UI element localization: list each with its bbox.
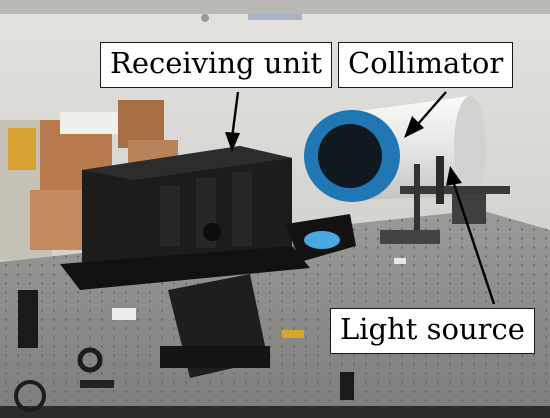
light-source-label: Light source — [330, 308, 535, 354]
receiving-unit-top — [82, 146, 292, 180]
cardboard-box — [8, 128, 36, 170]
collimator-label: Collimator — [338, 42, 514, 88]
receiving-unit-panel — [232, 172, 252, 246]
cardboard-box — [30, 190, 90, 250]
post-holder — [340, 372, 354, 400]
wall-sign — [248, 14, 302, 20]
optical-part — [18, 290, 38, 348]
receiving-unit-label: Receiving unit — [100, 42, 333, 88]
mount-post — [414, 164, 420, 234]
mount-plate — [452, 194, 486, 224]
collimator-back — [454, 96, 486, 196]
part-box — [112, 308, 136, 320]
lens-ring — [77, 347, 103, 373]
receiving-unit-lens — [203, 223, 221, 241]
small-part — [394, 258, 406, 264]
stand-base — [160, 346, 270, 368]
receiving-unit-arrow — [225, 91, 240, 152]
lens-ring — [14, 380, 46, 412]
receiving-unit-panel — [160, 186, 180, 246]
small-part — [282, 330, 304, 338]
blue-target — [304, 231, 340, 249]
light-source-post — [436, 156, 444, 204]
receiving-unit-base — [60, 246, 310, 290]
table-edge — [0, 406, 550, 418]
wall-outlet — [201, 14, 209, 22]
ceiling-edge — [0, 0, 550, 14]
breadboard — [380, 230, 440, 244]
light-source-arrow — [446, 166, 496, 305]
packing-paper — [60, 112, 130, 134]
collimator-aperture — [318, 124, 382, 188]
tool — [80, 380, 114, 388]
collimator-arrow — [404, 91, 447, 138]
